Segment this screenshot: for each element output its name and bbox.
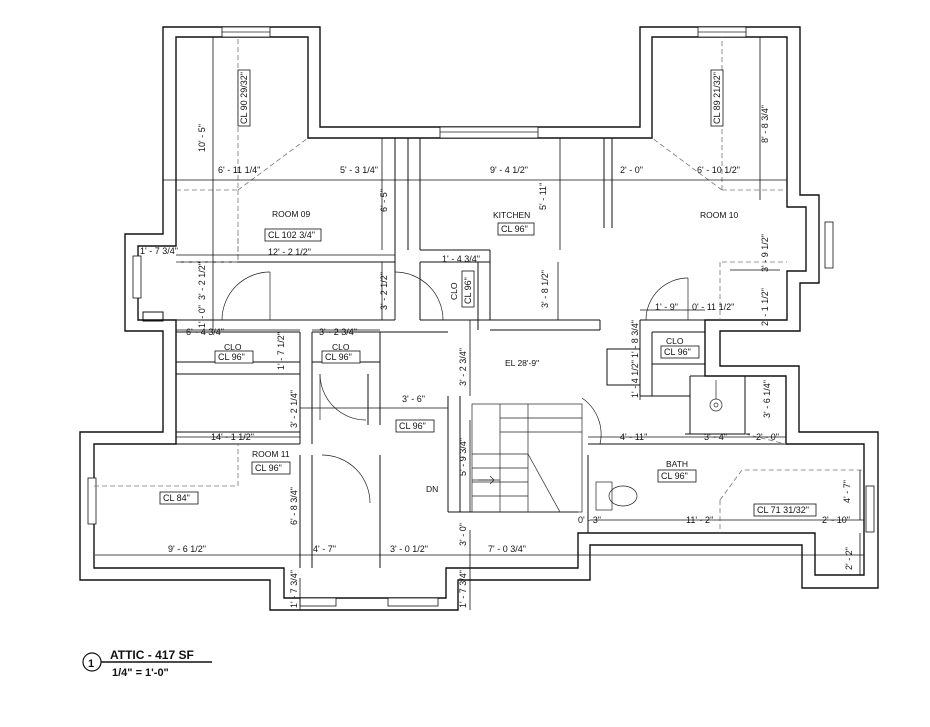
dim-label: 4' - 7" xyxy=(842,480,852,503)
window-room09-west xyxy=(132,255,142,299)
dim-label: 3' - 6 1/4" xyxy=(762,380,772,418)
dim-label: 1' - 7 3/4" xyxy=(458,570,468,608)
window-room11-west xyxy=(87,477,97,525)
tag-cl-room11: CL 96" xyxy=(255,463,282,473)
stair-down-label: DN xyxy=(426,484,438,494)
door-swings xyxy=(221,271,689,504)
tag-cl-clo-left: CL 96" xyxy=(218,352,245,362)
room-label-room09: ROOM 09 xyxy=(272,209,311,219)
room-label-room11: ROOM 11 xyxy=(252,449,290,459)
tag-cl-room09: CL 102 3/4" xyxy=(268,230,315,240)
dimension-lines xyxy=(95,37,864,610)
room-label-kitchen: KITCHEN xyxy=(493,210,530,220)
tag-cl-kitchen: CL 96" xyxy=(501,224,528,234)
dim-label: 0' - 3" xyxy=(578,515,601,525)
room-label-clo-kitchen: CLO xyxy=(449,282,459,300)
tag-cl-hall: CL 96" xyxy=(399,421,426,431)
ceiling-lines xyxy=(94,37,864,533)
dim-label: 3' - 6" xyxy=(402,394,425,404)
room-label-clo-mid: CLO xyxy=(332,342,350,352)
dim-label: 1' - 7 3/4" xyxy=(140,246,178,256)
room-label-clo-right: CLO xyxy=(666,336,684,346)
tag-cl-clo-mid: CL 96" xyxy=(325,352,352,362)
dim-label: 8' - 8 3/4" xyxy=(760,105,770,143)
window-room10-east xyxy=(824,221,834,269)
window-bath-east xyxy=(865,485,875,533)
ceiling-tags: CL 102 3/4" CL 96" CL 96" CL 96" CL 96" … xyxy=(159,69,817,517)
dim-label: 2' - 10" xyxy=(822,515,850,525)
dim-label: 3' - 2 3/4" xyxy=(319,327,357,337)
tag-cl-bath: CL 96" xyxy=(661,471,688,481)
dim-label: 2' - 0" xyxy=(620,165,643,175)
window-south-2 xyxy=(387,597,439,607)
dim-label: 2' - 2" xyxy=(844,547,854,570)
dim-label: 6' - 4 3/4" xyxy=(186,327,224,337)
dim-label: 1' - 7 3/4" xyxy=(289,570,299,608)
dim-label: 3' - 2 1/2" xyxy=(379,272,389,310)
tag-cl-9029: CL 90 29/32" xyxy=(239,72,249,124)
dim-label: 9' - 6 1/2" xyxy=(168,544,206,554)
exterior-walls xyxy=(79,26,879,611)
dim-label: 2' - 1 1/2" xyxy=(760,288,770,326)
dim-label: 2' - 0" xyxy=(756,432,779,442)
dim-label: 1' - 4 1/2" xyxy=(630,360,640,398)
windows xyxy=(87,26,875,607)
dim-label: 0' - 11 1/2" xyxy=(692,302,734,312)
dimension-labels: 10' - 5" 6' - 11 1/4" 5' - 3 1/4" 9' - 4… xyxy=(140,105,854,608)
stair xyxy=(471,403,583,513)
drawing-title: ATTIC - 417 SF xyxy=(110,648,194,662)
room-label-clo-left: CLO xyxy=(224,342,242,352)
tag-cl-84: CL 84" xyxy=(163,493,190,503)
window-kitchen xyxy=(439,126,539,139)
room-label-bath: BATH xyxy=(666,459,688,469)
dim-label: 6' - 5" xyxy=(379,189,389,212)
dim-label: 1' - 8 3/4" xyxy=(630,320,640,358)
dim-label: 3' - 8 1/2" xyxy=(540,270,550,308)
room-label-room10: ROOM 10 xyxy=(700,210,739,220)
dim-label: 3' - 0" xyxy=(458,523,468,546)
drawing-scale: 1/4" = 1'-0" xyxy=(112,667,169,679)
dim-label: 1' - 9" xyxy=(655,302,678,312)
elevation-label: EL 28'-9" xyxy=(505,358,539,368)
tag-cl-8921: CL 89 21/32" xyxy=(712,72,722,124)
dim-label: 9' - 4 1/2" xyxy=(490,165,528,175)
tag-cl-clo-right: CL 96" xyxy=(664,347,691,357)
dim-label: 12' - 2 1/2" xyxy=(268,247,311,257)
window-south-1 xyxy=(299,597,337,607)
dim-label: 10' - 5" xyxy=(197,124,207,152)
dim-label: 1' - 0" xyxy=(197,305,207,328)
dim-label: 3' - 4" xyxy=(704,432,727,442)
dim-label: 5' - 3 1/4" xyxy=(340,165,378,175)
dim-label: 3' - 2 1/4" xyxy=(289,390,299,428)
dim-label: 3' - 2 3/4" xyxy=(458,348,468,386)
dim-label: 3' - 2 1/2" xyxy=(197,262,207,300)
drawing-number: 1 xyxy=(88,658,94,670)
dim-label: 3' - 9 1/2" xyxy=(760,234,770,272)
dim-label: 14' - 1 1/2" xyxy=(211,432,254,442)
tag-cl-7131: CL 71 31/32" xyxy=(757,505,809,515)
dim-label: 1' - 4 3/4" xyxy=(442,254,480,264)
dim-label: 4' - 7" xyxy=(313,544,336,554)
dim-label: 4' - 11" xyxy=(620,432,647,442)
dim-label: 7' - 0 3/4" xyxy=(488,544,526,554)
dim-label: 6' - 10 1/2" xyxy=(697,165,740,175)
dim-label: 5' - 11" xyxy=(538,183,548,210)
dim-label: 1' - 7 1/2" xyxy=(276,332,286,370)
dim-label: 6' - 8 3/4" xyxy=(289,487,299,525)
dim-label: 11' - 2" xyxy=(686,515,713,525)
dim-label: 3' - 0 1/2" xyxy=(390,544,428,554)
drawing-title-block: 1 ATTIC - 417 SF 1/4" = 1'-0" xyxy=(82,648,212,679)
fixtures xyxy=(595,380,723,511)
dim-label: 5' - 9 3/4" xyxy=(458,438,468,476)
tag-cl-clo-kitchen: CL 96" xyxy=(463,277,473,304)
dim-label: 6' - 11 1/4" xyxy=(218,165,260,175)
